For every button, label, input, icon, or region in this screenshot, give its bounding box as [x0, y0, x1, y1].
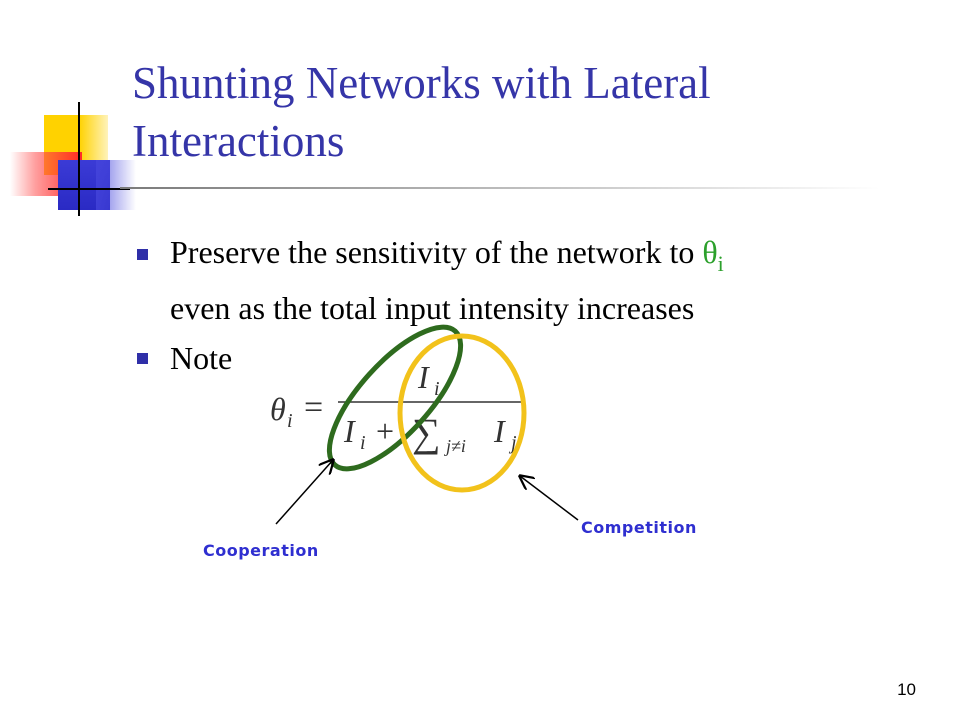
- cooperation-label: Cooperation: [203, 541, 319, 560]
- eq-sum-subscript: j≠i: [444, 436, 466, 456]
- eq-equals: =: [304, 389, 323, 426]
- theta-symbol: θ: [702, 234, 718, 270]
- competition-label: Competition: [581, 518, 697, 537]
- eq-lhs-theta: θ: [270, 391, 286, 427]
- competition-arrow: [520, 476, 579, 521]
- eq-denominator-I-j: I: [493, 413, 506, 449]
- decor-vertical-line: [78, 102, 80, 216]
- decor-horizontal-line: [48, 188, 130, 190]
- eq-denominator-subscript-j: j: [508, 432, 517, 454]
- bullet-text-sensitivity: Preserve the sensitivity of the network …: [170, 230, 930, 330]
- eq-denominator-subscript-i: i: [360, 432, 366, 454]
- eq-numerator-I: I: [417, 359, 430, 395]
- eq-lhs-subscript: i: [287, 410, 293, 432]
- decor-blue-fade: [96, 160, 136, 210]
- slide-title: Shunting Networks with Lateral Interacti…: [132, 58, 711, 166]
- eq-numerator-subscript: i: [434, 378, 440, 400]
- page-number: 10: [897, 680, 916, 699]
- eq-denominator-I: I: [343, 413, 356, 449]
- bullet-marker: [137, 249, 148, 260]
- competition-ellipse: [397, 333, 527, 493]
- cooperation-arrow: [275, 460, 333, 525]
- bullet-text-part: even as the total input intensity increa…: [170, 290, 695, 326]
- bullet-text-note: Note: [170, 340, 233, 376]
- theta-subscript: i: [717, 251, 724, 276]
- bullet-text-part: Preserve the sensitivity of the network …: [170, 234, 703, 270]
- title-underline: [120, 187, 880, 189]
- eq-plus: +: [376, 413, 394, 449]
- bullet-marker: [137, 353, 148, 364]
